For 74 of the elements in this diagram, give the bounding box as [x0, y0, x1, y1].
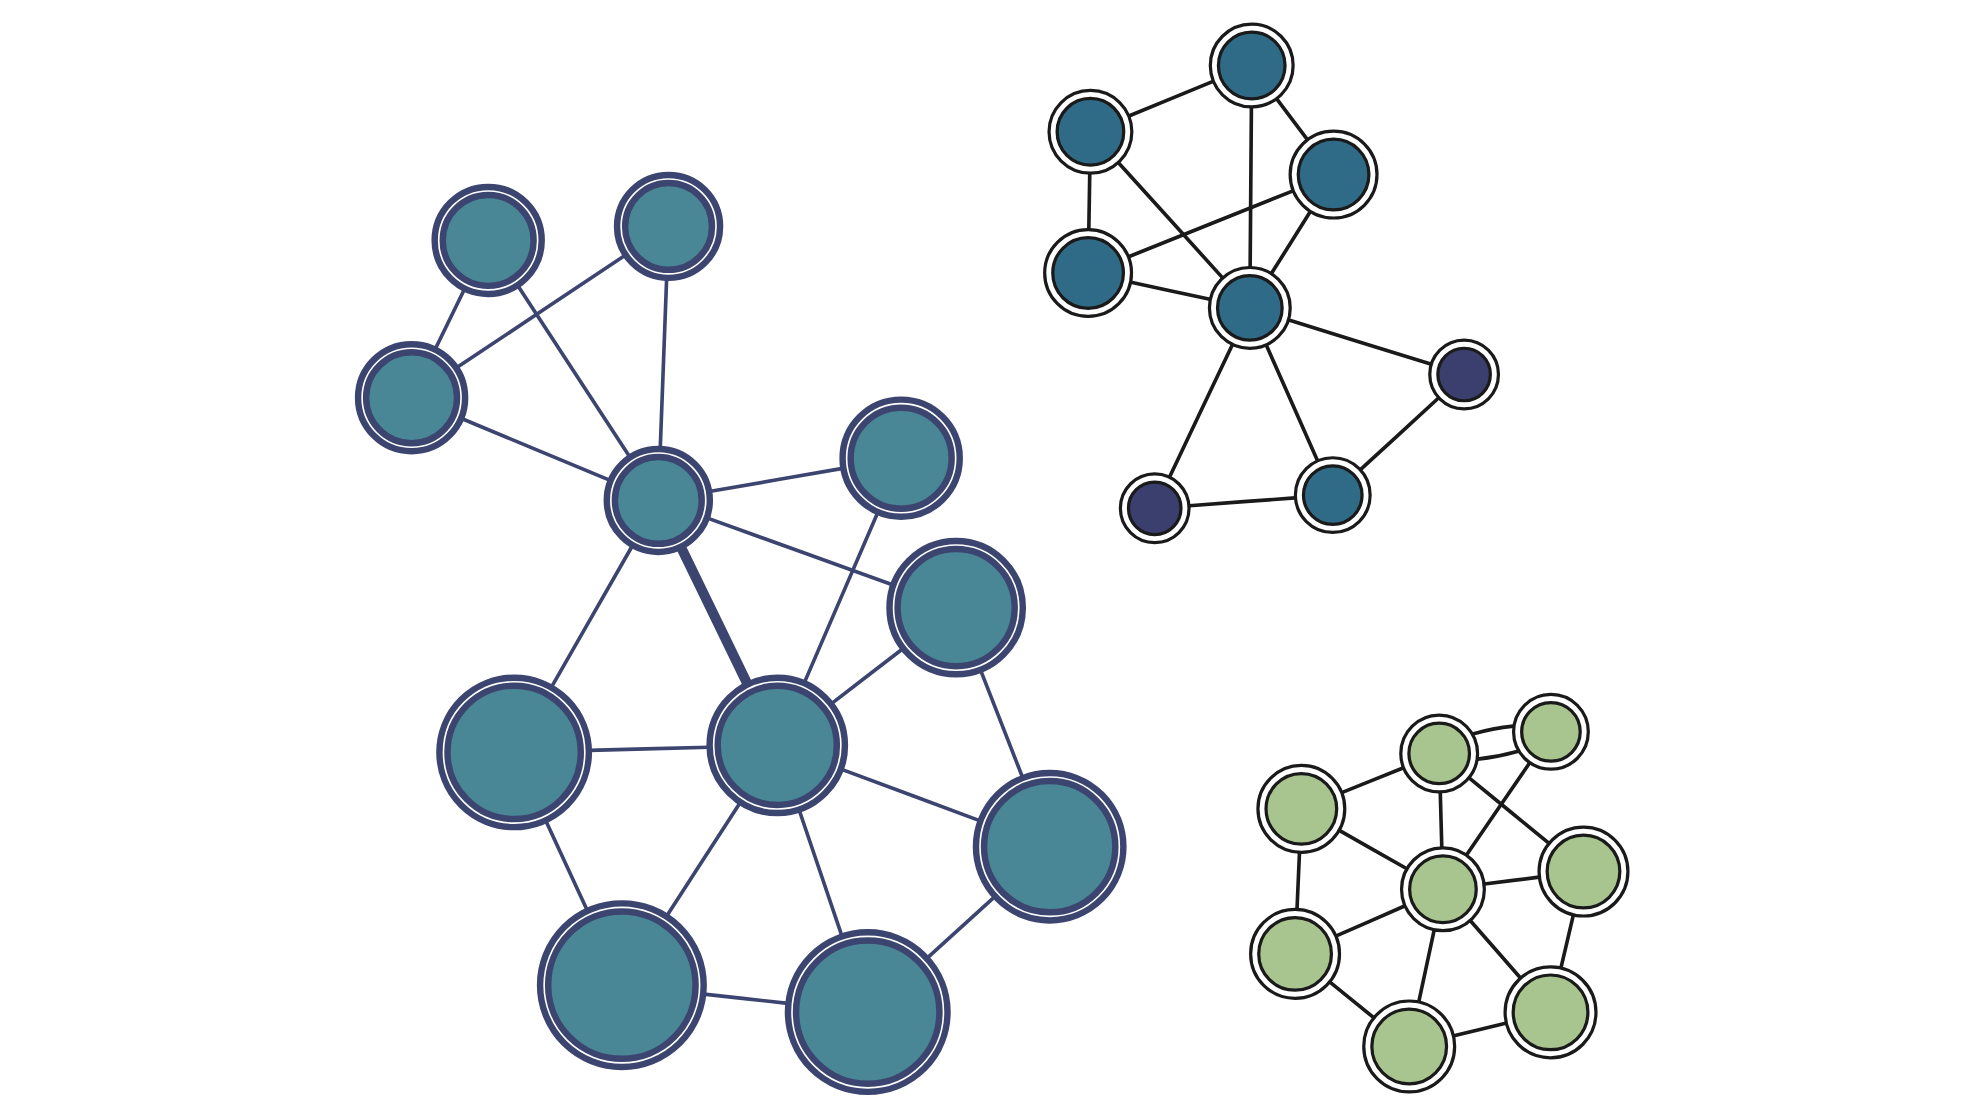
- connector: [1129, 280, 1210, 302]
- node-circle: [1398, 846, 1485, 933]
- node-circle: [1255, 763, 1346, 854]
- node-circle: [612, 171, 723, 282]
- connector: [1327, 980, 1374, 1020]
- connector: [707, 466, 842, 494]
- connector: [1358, 396, 1439, 471]
- node-circle: [1287, 129, 1378, 220]
- connector: [1468, 919, 1521, 979]
- node-circle: [353, 340, 468, 455]
- node-circle: [885, 537, 1025, 678]
- connector: [664, 801, 741, 917]
- node-circle: [1510, 692, 1589, 771]
- connector: [1287, 318, 1431, 366]
- connector: [705, 516, 893, 587]
- node-circle: [1536, 825, 1629, 918]
- connector: [1268, 211, 1311, 275]
- connector: [1437, 791, 1443, 848]
- node-circle: [1361, 999, 1456, 1094]
- node-circle: [838, 396, 962, 520]
- connector: [1247, 107, 1253, 268]
- connector: [432, 287, 466, 350]
- node-circle: [535, 900, 706, 1071]
- connector: [675, 544, 752, 687]
- connector: [828, 647, 903, 706]
- connector: [1294, 852, 1301, 910]
- connector: [454, 253, 626, 370]
- connector: [839, 767, 980, 823]
- connector: [1452, 1021, 1506, 1038]
- node-circle: [1117, 472, 1190, 545]
- connector: [1274, 97, 1308, 141]
- node-circle: [1292, 456, 1371, 535]
- connector: [796, 809, 843, 937]
- node-circle: [971, 769, 1126, 924]
- node-circle: [705, 674, 848, 817]
- connector: [657, 277, 668, 449]
- connector: [1126, 189, 1293, 259]
- node-circle: [1207, 22, 1294, 109]
- connector: [702, 992, 788, 1006]
- connector: [1188, 496, 1295, 508]
- connector: [1416, 929, 1436, 1003]
- connector: [459, 416, 610, 483]
- node-circle: [435, 674, 592, 831]
- node-circle: [1398, 713, 1479, 794]
- connector: [1464, 761, 1531, 856]
- connector: [1476, 749, 1518, 761]
- node-circle: [1042, 228, 1133, 319]
- connector: [1116, 162, 1223, 280]
- connector: [1166, 343, 1234, 478]
- connector: [1483, 875, 1539, 886]
- connector: [515, 284, 631, 458]
- node-circle: [1046, 88, 1133, 175]
- node-circle: [1248, 907, 1341, 1000]
- connector: [801, 511, 879, 684]
- connector: [1466, 776, 1550, 845]
- connector: [1086, 173, 1091, 230]
- node-circle: [1502, 965, 1597, 1060]
- node-circle: [602, 445, 713, 556]
- connector: [1471, 724, 1513, 736]
- connector: [1337, 828, 1407, 871]
- connector: [1558, 914, 1575, 968]
- connector: [925, 895, 996, 960]
- connector: [542, 819, 588, 911]
- connector: [1340, 766, 1403, 795]
- connector: [1334, 904, 1404, 938]
- connector: [588, 745, 709, 753]
- connector: [549, 544, 634, 688]
- node-circle: [1427, 338, 1500, 411]
- node-circle: [1206, 265, 1291, 350]
- node-circle: [430, 183, 544, 298]
- connector: [1263, 344, 1319, 462]
- connector: [977, 669, 1024, 778]
- connector: [1127, 79, 1213, 118]
- node-circle: [783, 929, 950, 1096]
